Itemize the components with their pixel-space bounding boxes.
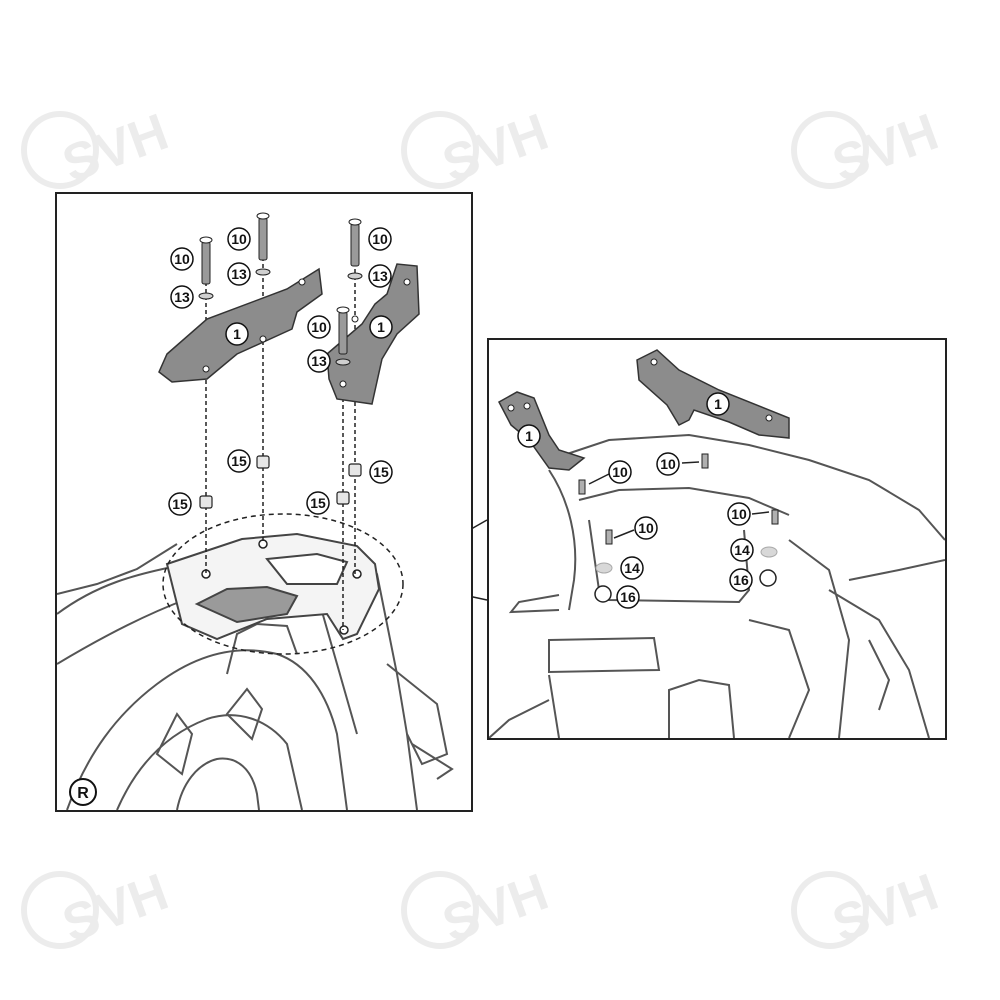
callout: 13 bbox=[227, 262, 251, 286]
corner-label: R bbox=[69, 778, 97, 806]
bracket-holes bbox=[507, 358, 773, 422]
exploded-view-panel: 10 10 10 10 13 13 13 13 1 1 15 15 15 15 … bbox=[55, 192, 473, 812]
callout: 10 bbox=[634, 516, 658, 540]
callout: 10 bbox=[656, 452, 680, 476]
callout: 16 bbox=[729, 568, 753, 592]
svg-text:15: 15 bbox=[172, 496, 188, 512]
svg-text:13: 13 bbox=[231, 266, 247, 282]
spacers bbox=[199, 455, 362, 509]
callout: 14 bbox=[620, 556, 644, 580]
svg-text:R: R bbox=[77, 785, 89, 802]
callout: 15 bbox=[369, 460, 393, 484]
callout: 10 bbox=[727, 502, 751, 526]
svg-text:15: 15 bbox=[231, 453, 247, 469]
svg-text:10: 10 bbox=[660, 456, 676, 472]
callout: 10 bbox=[368, 227, 392, 251]
svg-text:15: 15 bbox=[310, 495, 326, 511]
luggage-rack bbox=[165, 532, 381, 641]
motorcycle-rear-outline bbox=[57, 537, 454, 810]
callout: 13 bbox=[170, 285, 194, 309]
detail-view-drawing: 1 1 10 10 10 10 14 14 16 16 bbox=[489, 349, 945, 738]
svg-text:1: 1 bbox=[525, 428, 533, 444]
bolts bbox=[578, 453, 779, 545]
svg-text:1: 1 bbox=[233, 326, 241, 342]
svg-text:13: 13 bbox=[372, 268, 388, 284]
rear-body-outline bbox=[489, 433, 945, 738]
svg-text:1: 1 bbox=[377, 319, 385, 335]
callout: 1 bbox=[517, 424, 541, 448]
callout: 16 bbox=[616, 585, 640, 609]
callout: 15 bbox=[306, 491, 330, 515]
callout: 15 bbox=[168, 492, 192, 516]
svg-text:10: 10 bbox=[638, 520, 654, 536]
callout: 1 bbox=[706, 392, 730, 416]
svg-text:10: 10 bbox=[731, 506, 747, 522]
svg-text:14: 14 bbox=[734, 542, 750, 558]
bracket-plate-left bbox=[497, 391, 586, 471]
bolts bbox=[199, 212, 362, 355]
callout: 14 bbox=[730, 538, 754, 562]
callout: 13 bbox=[307, 349, 331, 373]
pointer-arrows bbox=[588, 461, 770, 539]
callout: 10 bbox=[227, 227, 251, 251]
svg-text:10: 10 bbox=[612, 464, 628, 480]
callout: 1 bbox=[369, 315, 393, 339]
svg-text:15: 15 bbox=[373, 464, 389, 480]
callout: 10 bbox=[170, 247, 194, 271]
callout: 15 bbox=[227, 449, 251, 473]
svg-text:10: 10 bbox=[311, 319, 327, 335]
svg-text:14: 14 bbox=[624, 560, 640, 576]
callout: 13 bbox=[368, 264, 392, 288]
svg-text:10: 10 bbox=[231, 231, 247, 247]
washers bbox=[198, 268, 363, 366]
detail-circle bbox=[162, 513, 404, 655]
bracket-holes bbox=[202, 278, 411, 388]
exploded-view-drawing: 10 10 10 10 13 13 13 13 1 1 15 15 15 15 … bbox=[57, 212, 454, 810]
svg-text:10: 10 bbox=[372, 231, 388, 247]
svg-text:16: 16 bbox=[620, 589, 636, 605]
nuts bbox=[594, 569, 777, 603]
svg-text:13: 13 bbox=[174, 289, 190, 305]
washers bbox=[595, 546, 778, 574]
svg-text:10: 10 bbox=[174, 251, 190, 267]
detail-view-panel: 1 1 10 10 10 10 14 14 16 16 bbox=[487, 338, 947, 740]
svg-text:16: 16 bbox=[733, 572, 749, 588]
svg-text:1: 1 bbox=[714, 396, 722, 412]
callout: 1 bbox=[225, 322, 249, 346]
callout: 10 bbox=[608, 460, 632, 484]
svg-text:13: 13 bbox=[311, 353, 327, 369]
callout: 10 bbox=[307, 315, 331, 339]
